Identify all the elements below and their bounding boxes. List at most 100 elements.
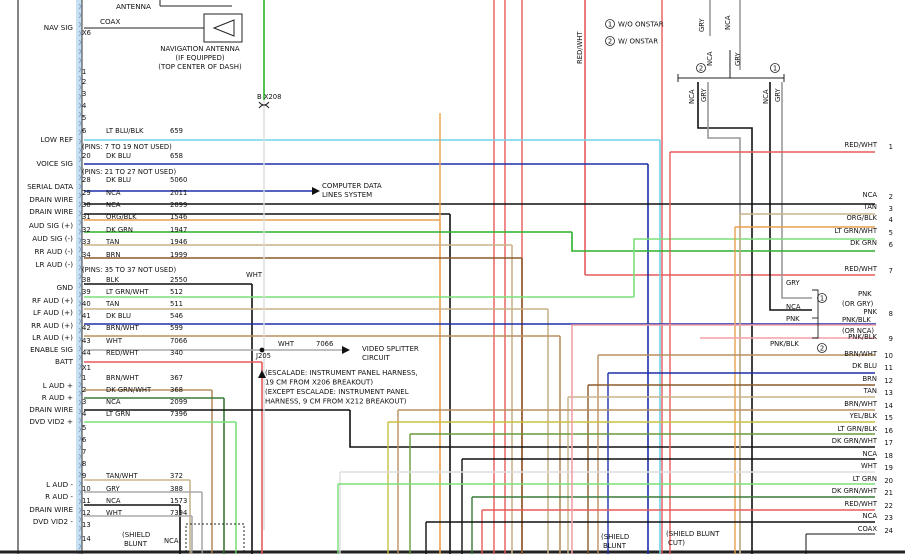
signal-label: L AUD + [43, 381, 73, 390]
pin-number: 5 [82, 114, 86, 122]
terminal-wire-label: YEL/BLK [849, 412, 878, 420]
pin-number: 40 [82, 300, 91, 308]
signal-label: L AUD - [46, 480, 73, 489]
legend-circle [605, 19, 615, 29]
terminal-wire-label: BRN/WHT [844, 400, 878, 408]
connector-ridge [78, 246, 81, 253]
signal-label: DRAIN WIRE [29, 405, 73, 414]
terminal-number: 11 [884, 364, 893, 372]
terminal-wire-label: RED/WHT [844, 141, 877, 149]
wire-color-label: GRY [700, 87, 708, 102]
nav-antenna-label: NAVIGATION ANTENNA [160, 45, 240, 53]
wire-color-label: NCA [106, 497, 121, 505]
option-label: PNK [858, 290, 872, 298]
connector-ridge [78, 282, 81, 289]
pin-number: 31 [82, 213, 91, 221]
wire-color-label: NCA [106, 201, 121, 209]
connector-ridge [78, 48, 81, 55]
terminal-number: 5 [889, 229, 893, 237]
circuit-number: 7396 [170, 410, 187, 418]
connector-ridge [78, 3, 81, 10]
splice-dot [259, 347, 265, 353]
wht-label: WHT [278, 340, 295, 348]
signal-label: DRAIN WIRE [29, 195, 73, 204]
wire-color-label: RED/WHT [106, 349, 139, 357]
terminal-number: 19 [884, 464, 893, 472]
terminal-wire-label: LT GRN/BLK [838, 425, 878, 433]
wire-color-label: TAN/WHT [105, 472, 138, 480]
option-label: (OR GRY) [842, 300, 874, 308]
pin-number: 20 [82, 152, 91, 160]
connector-ridge [78, 426, 81, 433]
connector-x6: X6 [82, 29, 91, 37]
circuit-number: 7066 [170, 337, 187, 345]
wire-color-label: TAN [105, 300, 119, 308]
legend-2: W/ ONSTAR [618, 38, 658, 46]
terminal-number: 23 [884, 514, 893, 522]
terminal-number: 13 [884, 389, 893, 397]
terminal-number: 22 [884, 502, 893, 510]
pin-number: 14 [82, 535, 91, 543]
wire-color-label: TAN [105, 238, 119, 246]
circuit-number: 2099 [170, 398, 187, 406]
wire-color-label: NCA [724, 15, 732, 30]
pin-number: 4 [82, 102, 86, 110]
escalade-note: (ESCALADE: INSTRUMENT PANEL HARNESS, [265, 369, 418, 377]
circuit-number: 1947 [170, 226, 187, 234]
circuit-number: 659 [170, 127, 183, 135]
terminal-number: 15 [884, 414, 893, 422]
connector-ridge [78, 156, 81, 163]
signal-label: DVD VID2 + [29, 417, 73, 426]
connector-ridge [78, 75, 81, 82]
connector-ridge [78, 507, 81, 514]
pin-number: 30 [82, 201, 91, 209]
connector-body [76, 0, 82, 554]
connector-ridge [78, 219, 81, 226]
wire-route [571, 232, 875, 252]
pin-number: 2 [82, 78, 86, 86]
connector-ridge [78, 354, 81, 361]
pin-number: 44 [82, 349, 91, 357]
connector-ridge [78, 174, 81, 181]
option-label: GRY [786, 279, 801, 287]
terminal-wire-label: TAN [863, 387, 877, 395]
pin-number: 3 [82, 90, 86, 98]
signal-label: LR AUD (+) [32, 333, 73, 342]
terminal-number: 2 [889, 193, 893, 201]
option-label: PNK/BLK [842, 316, 871, 324]
connector-ridge [78, 516, 81, 523]
wire-color-label: NCA [106, 189, 121, 197]
wire-color-label: BRN/WHT [106, 374, 140, 382]
terminal-number: 17 [884, 439, 893, 447]
terminal-wire-label: COAX [858, 525, 878, 533]
legend-num: 2 [699, 65, 703, 73]
signal-label: LOW REF [41, 135, 73, 144]
terminal-wire-label: LT GRN [853, 475, 877, 483]
arrow-icon [342, 346, 350, 354]
connector-ridge [78, 12, 81, 19]
wire-color-label: BRN [106, 251, 120, 259]
wht-label: WHT [246, 271, 263, 279]
signal-label: BATT [55, 357, 74, 366]
signal-label: DRAIN WIRE [29, 207, 73, 216]
wire-color-label: DK BLU [106, 312, 131, 320]
connector-ridge [78, 525, 81, 532]
shield-label: CUT) [668, 539, 685, 547]
connector-ridge [78, 21, 81, 28]
connector-ridge [78, 273, 81, 280]
connector-ridge [78, 381, 81, 388]
pin-number: 43 [82, 337, 91, 345]
nav-antenna-label: (TOP CENTER OF DASH) [158, 63, 242, 71]
signal-label: ENABLE SIG [30, 345, 73, 354]
wire-route [633, 238, 875, 297]
connector-ridge [78, 534, 81, 541]
pin-number: 9 [82, 472, 86, 480]
terminal-number: 8 [889, 310, 893, 318]
connector-ridge [78, 129, 81, 136]
legend-circle [817, 293, 827, 303]
pin-number: 8 [82, 460, 86, 468]
wire-color-label: NCA [688, 89, 696, 104]
connector-ridge [78, 57, 81, 64]
